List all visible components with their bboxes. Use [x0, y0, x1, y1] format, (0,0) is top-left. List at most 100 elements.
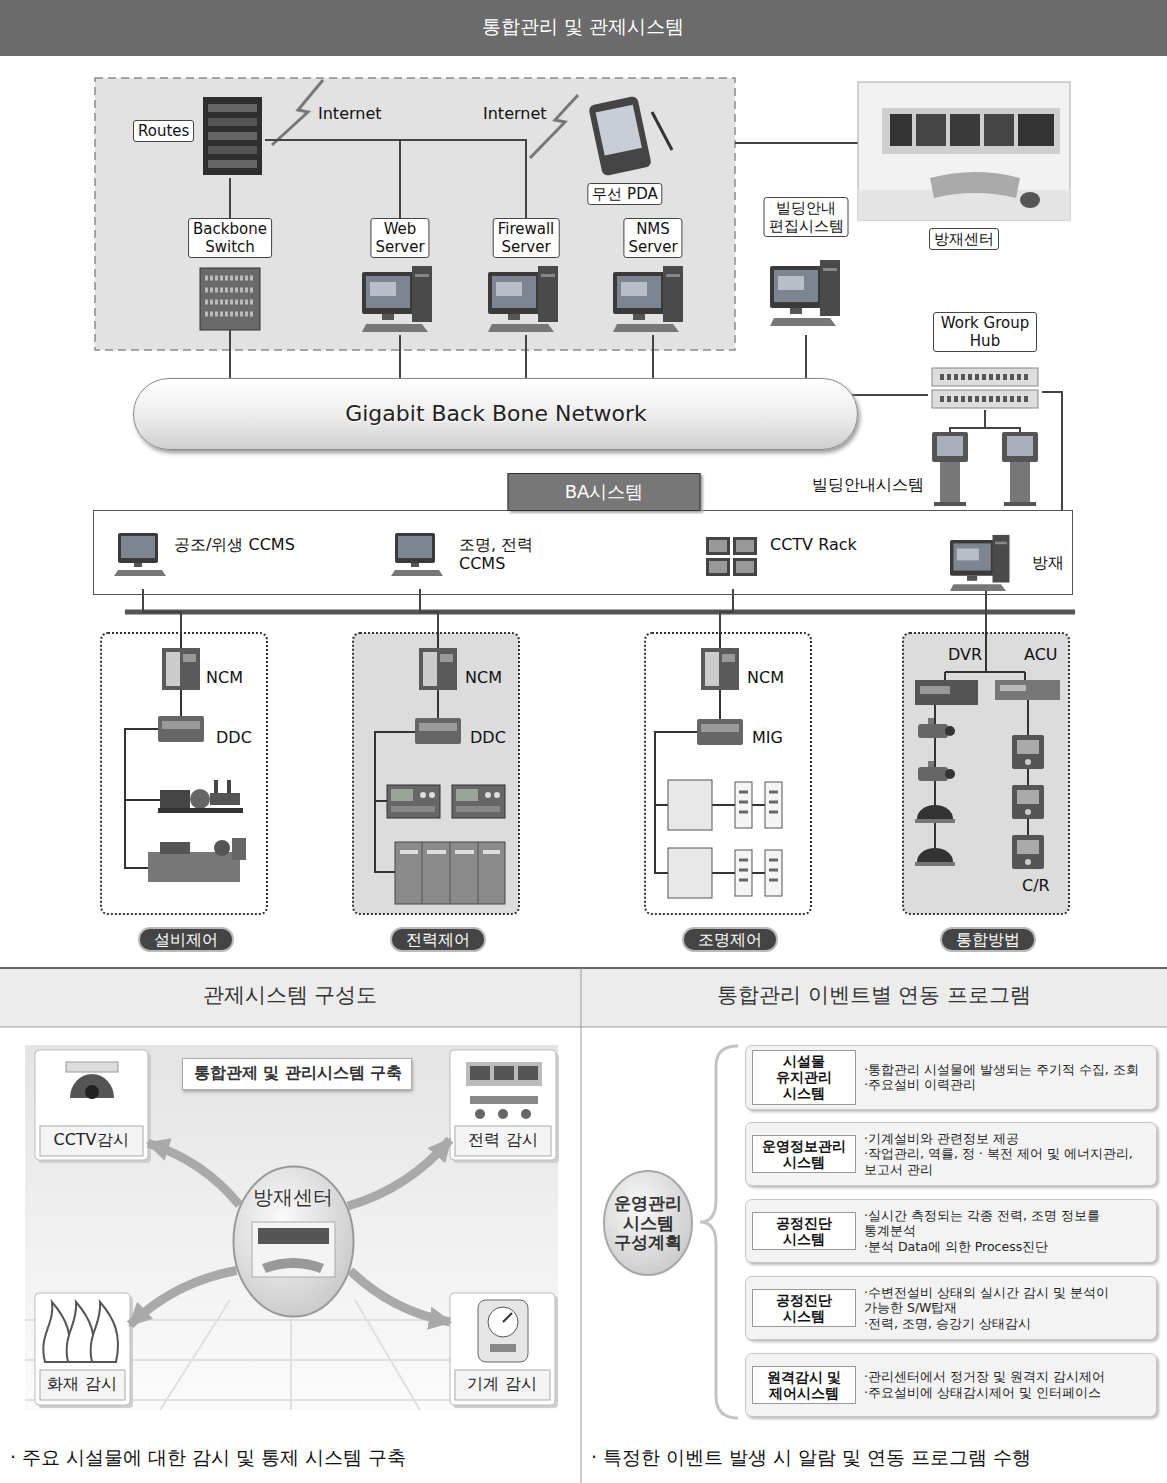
pda-icon [596, 105, 642, 156]
switch-unit: Backbone Switch [188, 218, 272, 330]
kiosk-icon [950, 428, 1020, 432]
cctv-rack-icon [733, 537, 757, 555]
monitor-card: CCTV감시 [35, 1050, 148, 1160]
monitor-card-bg [35, 1050, 148, 1160]
control-room-photo [890, 114, 912, 146]
program-row: 공정진단 시스템·수변전설비 상태의 실시간 감시 및 분석이 가능한 S/W탑… [745, 1276, 1157, 1340]
connector-line [265, 140, 526, 218]
meter-icon [478, 1300, 528, 1362]
row-bullets: ·기계설비와 관련정보 제공·작업관리, 역률, 정 · 복전 제어 및 에너지… [864, 1131, 1150, 1178]
chiller-icon [214, 840, 230, 856]
row-label: 원격감시 및 제어시스템 [752, 1366, 856, 1404]
row-bullet: ·작업관리, 역률, 정 · 복전 제어 및 에너지관리, 보고서 관리 [864, 1146, 1150, 1177]
monitor-card-bg [455, 1126, 551, 1156]
chiller-icon [160, 842, 190, 854]
meter-icon [478, 1300, 528, 1362]
security-equipment [915, 848, 955, 866]
router-unit: Routes [133, 95, 265, 178]
control-room-photo [858, 82, 1070, 220]
scene-backdrop [25, 1045, 558, 1410]
network-zone [95, 78, 735, 350]
disaster-pc-unit: 방재 [946, 529, 1068, 591]
kiosk-label: 빌딩안내시스템 [812, 475, 924, 494]
flame-icon [91, 1302, 118, 1362]
security-equipment [915, 680, 1060, 869]
router-icon [208, 160, 257, 168]
pump-icon [158, 780, 243, 813]
server-computer [362, 260, 840, 332]
right-panel: 통합관리 이벤트별 연동 프로그램· 특정한 이벤트 발생 시 알람 및 연동 … [581, 970, 1167, 1483]
hub-label: Work Group Hub [933, 312, 1037, 352]
kiosk-unit: 빌딩안내시스템 [812, 428, 1045, 502]
group-tag: 조명제어 [682, 927, 778, 952]
program-row: 원격감시 및 제어시스템 ·관리센터에서 정거장 및 원격지 감시제어·주요설비에… [745, 1353, 1157, 1417]
controller-icon [415, 718, 461, 744]
row-bullet: ·통합관리 시설물에 발생되는 주기적 수집, 조회 [864, 1062, 1150, 1078]
power-room-icon [518, 1066, 538, 1080]
ccms-label: 공조/위생 CCMS [174, 535, 295, 554]
switch-icon [200, 268, 260, 330]
cctv-rack-icon [709, 540, 727, 552]
brace [700, 1046, 738, 1418]
pump-icon [190, 789, 210, 809]
power-room-icon [521, 1109, 531, 1119]
cctv-rack-unit: CCTV Rack [706, 529, 831, 589]
room-label: 방재센터 [929, 228, 999, 250]
monitor-card-bg [35, 1050, 559, 1408]
kiosk-icon [1002, 432, 1038, 506]
connector-line [399, 335, 401, 378]
chiller-icon [148, 838, 246, 882]
group-tag: 전력제어 [390, 927, 486, 952]
hub-icon [932, 368, 1038, 408]
router-icon [208, 104, 257, 112]
title-band [0, 0, 1167, 56]
power-room-icon [466, 1062, 542, 1086]
section-band [0, 1027, 1167, 1028]
egg-outline [604, 1171, 692, 1275]
zone-link [735, 142, 858, 144]
part-label: ACU [1024, 645, 1058, 664]
security-equipment [1012, 735, 1044, 769]
power-room-icon [475, 1109, 485, 1119]
editor-unit: 빌딩안내 편집시스템 [756, 197, 856, 335]
kiosk-icon [932, 428, 1038, 506]
ccms-computer [114, 533, 1010, 591]
camera-icon [66, 1062, 118, 1099]
control-room-photo [1018, 114, 1054, 146]
router-icon [208, 132, 257, 140]
section-band [0, 968, 1167, 1027]
panel-caption: · 주요 시설물에 대한 감시 및 통제 시스템 구축 [10, 1446, 406, 1469]
security-equipment [915, 805, 955, 823]
ba-tab: BA시스템 [508, 473, 701, 511]
lighting-panel [668, 848, 712, 898]
monitor-card-bg [450, 1050, 556, 1160]
left-panel: 관제시스템 구성도· 주요 시설물에 대한 감시 및 통제 시스템 구축통합관제… [0, 970, 581, 1483]
pda-icon [588, 96, 652, 177]
center-ellipse-bg [252, 1222, 335, 1277]
row-bullet: ·수변전설비 상태의 실시간 감시 및 분석이 가능한 S/W탑재 [864, 1285, 1150, 1316]
disaster-label: 방재 [1032, 553, 1064, 572]
row-bullets: ·수변전설비 상태의 실시간 감시 및 분석이 가능한 S/W탑재·전력, 조명… [864, 1285, 1150, 1332]
cctv-rack-icon [706, 537, 730, 555]
row-label: 운영정보관리 시스템 [752, 1135, 856, 1173]
plan-ellipse: 운영관리 시스템 구성계획 [603, 1170, 693, 1276]
cctv-rack-icon [733, 558, 757, 576]
plan-label: 운영관리 시스템 구성계획 [606, 1194, 690, 1253]
group-shade [353, 633, 1069, 914]
lighting-panel [765, 782, 782, 828]
control-room-photo [930, 172, 1020, 198]
row-bullets: ·관리센터에서 정거장 및 원격지 감시제어·주요설비에 상태감시제어 및 인터… [864, 1369, 1150, 1400]
server-unit: Web Server [358, 218, 442, 335]
part-label: C/R [1022, 876, 1050, 895]
center-ellipse-bg [258, 1228, 329, 1244]
security-equipment [918, 761, 955, 781]
row-label: 공정진단 시스템 [752, 1212, 856, 1250]
flow-arrow [348, 1140, 450, 1206]
control-room-photo [858, 190, 1070, 220]
ccms-unit: 공조/위생 CCMS [114, 529, 251, 589]
monitor-card-bg [35, 1293, 130, 1405]
pda-icon [588, 96, 672, 177]
connector-line [984, 410, 986, 428]
router-label: Routes [133, 120, 194, 142]
center-ellipse-bg [234, 1167, 354, 1317]
